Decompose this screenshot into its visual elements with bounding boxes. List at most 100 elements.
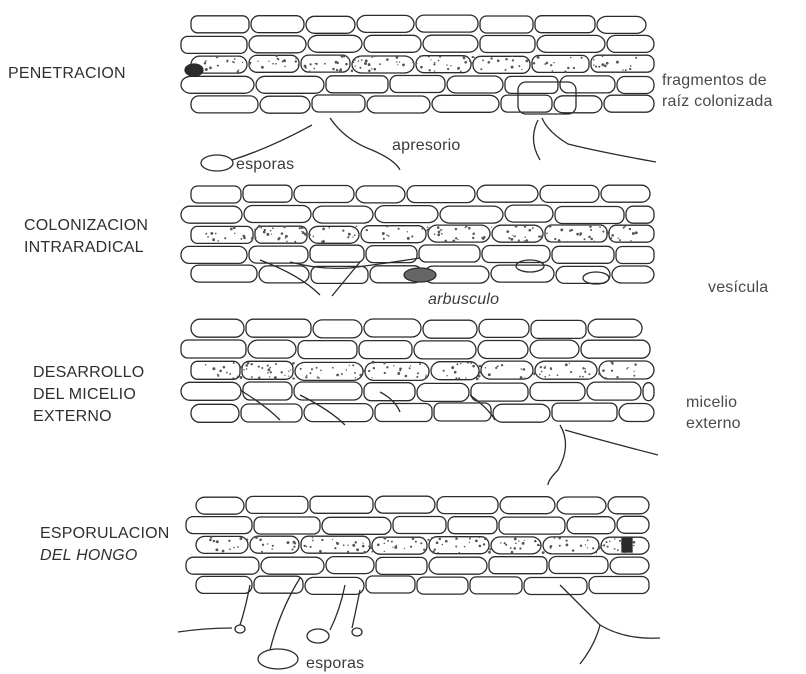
hyphal-stipple-dot bbox=[537, 56, 540, 59]
hyphal-stipple-dot bbox=[240, 366, 243, 369]
hyphal-stipple-dot bbox=[320, 369, 322, 371]
root-cell bbox=[191, 319, 244, 337]
root-cell bbox=[448, 517, 497, 534]
root-cell bbox=[609, 225, 654, 242]
root-cell bbox=[407, 186, 475, 203]
hyphal-stipple-dot bbox=[416, 376, 418, 378]
hyphal-stipple-dot bbox=[495, 367, 497, 369]
hyphal-stipple-dot bbox=[614, 538, 615, 539]
root-cell bbox=[181, 382, 241, 400]
hyphal-stipple-dot bbox=[514, 547, 517, 550]
hyphal-stipple-dot bbox=[622, 69, 624, 71]
hyphal-stipple-dot bbox=[523, 368, 526, 371]
colonized-fragment-hypha bbox=[533, 120, 540, 160]
root-cell bbox=[567, 517, 615, 534]
root-cell bbox=[254, 517, 320, 534]
hyphal-stipple-dot bbox=[361, 59, 363, 61]
hyphal-stipple-dot bbox=[455, 228, 457, 230]
hyphal-stipple-dot bbox=[270, 371, 272, 373]
hyphal-stipple-dot bbox=[237, 376, 238, 377]
hyphal-stipple-dot bbox=[504, 542, 506, 544]
hyphal-stipple-dot bbox=[434, 233, 436, 235]
hyphal-stipple-dot bbox=[482, 59, 484, 61]
esporas-bottom-label: esporas bbox=[306, 655, 364, 672]
hyphal-stipple-dot bbox=[558, 537, 560, 539]
hyphal-stipple-dot bbox=[540, 235, 543, 238]
colonized-fragment-hypha bbox=[542, 118, 656, 162]
root-cell bbox=[470, 577, 522, 594]
root-cell bbox=[599, 361, 654, 379]
hyphal-stipple-dot bbox=[258, 225, 261, 228]
stage-label-colonization: COLONIZACION INTRARADICAL bbox=[24, 215, 148, 259]
hyphal-stipple-dot bbox=[368, 370, 370, 372]
spore-bottom bbox=[258, 649, 298, 669]
hyphal-stipple-dot bbox=[479, 537, 480, 538]
root-cell bbox=[375, 206, 438, 223]
root-cell bbox=[473, 56, 530, 73]
hyphal-stipple-dot bbox=[430, 367, 432, 369]
hyphal-stipple-dot bbox=[230, 228, 233, 231]
hyphal-stipple-dot bbox=[374, 56, 375, 57]
hyphal-stipple-dot bbox=[343, 55, 345, 57]
hyphal-stipple-dot bbox=[497, 59, 500, 62]
hyphal-stipple-dot bbox=[305, 376, 307, 378]
hyphal-stipple-dot bbox=[290, 369, 291, 370]
root-cell bbox=[243, 382, 292, 400]
root-cell bbox=[491, 265, 554, 282]
hyphal-stipple-dot bbox=[567, 67, 569, 69]
hyphal-stipple-dot bbox=[489, 55, 490, 56]
hyphal-stipple-dot bbox=[354, 65, 355, 66]
entry-hypha bbox=[330, 118, 400, 170]
root-cell bbox=[181, 340, 246, 358]
hyphal-stipple-dot bbox=[387, 540, 389, 542]
hyphal-stipple-dot bbox=[546, 232, 548, 234]
hyphal-stipple-dot bbox=[434, 62, 435, 63]
root-cell bbox=[244, 206, 311, 223]
hyphal-stipple-dot bbox=[286, 241, 288, 243]
hyphal-stipple-dot bbox=[627, 367, 628, 368]
hyphal-stipple-dot bbox=[629, 68, 631, 70]
root-cell bbox=[643, 383, 654, 401]
hyphal-stipple-dot bbox=[402, 63, 405, 66]
hyphal-stipple-dot bbox=[366, 229, 368, 231]
hyphal-stipple-dot bbox=[585, 544, 586, 545]
hyphal-stipple-dot bbox=[263, 231, 266, 234]
hyphal-stipple-dot bbox=[606, 541, 608, 543]
stage-label-mycelium: DESARROLLO DEL MICELIO EXTERNO bbox=[33, 362, 144, 428]
hyphal-stipple-dot bbox=[386, 225, 388, 227]
vesicula-label: vesícula bbox=[708, 279, 768, 296]
hyphal-stipple-dot bbox=[422, 537, 423, 538]
root-cell bbox=[481, 361, 533, 379]
hyphal-stipple-dot bbox=[315, 63, 316, 64]
hyphal-stipple-dot bbox=[230, 373, 232, 375]
hyphal-stipple-dot bbox=[210, 56, 212, 58]
hyphal-stipple-dot bbox=[549, 225, 552, 228]
apresorio-label: apresorio bbox=[392, 137, 461, 154]
hyphal-stipple-dot bbox=[258, 376, 260, 378]
hyphal-stipple-dot bbox=[301, 226, 304, 229]
hyphal-stipple-dot bbox=[590, 229, 592, 231]
hyphal-stipple-dot bbox=[557, 374, 559, 376]
stage-4-line-1: ESPORULACION bbox=[40, 523, 170, 545]
hyphal-stipple-dot bbox=[341, 55, 344, 58]
root-cell bbox=[480, 16, 533, 33]
hyphal-stipple-dot bbox=[525, 236, 526, 237]
hyphal-stipple-dot bbox=[205, 60, 207, 62]
hyphal-stipple-dot bbox=[233, 62, 235, 64]
hyphal-stipple-dot bbox=[601, 545, 602, 546]
root-cell bbox=[322, 517, 391, 534]
hyphal-stipple-dot bbox=[634, 363, 636, 365]
micelio-line-2: externo bbox=[686, 413, 741, 434]
hyphal-stipple-dot bbox=[342, 229, 344, 231]
hyphal-stipple-dot bbox=[393, 365, 394, 366]
hyphal-stipple-dot bbox=[321, 241, 323, 243]
hyphal-stipple-dot bbox=[550, 547, 552, 549]
spore-top bbox=[201, 155, 233, 171]
hyphal-stipple-dot bbox=[269, 367, 271, 369]
hyphal-stipple-dot bbox=[343, 544, 345, 546]
hyphal-stipple-dot bbox=[399, 367, 402, 370]
hyphal-stipple-dot bbox=[326, 225, 328, 227]
hyphal-stipple-dot bbox=[216, 540, 219, 543]
hyphal-stipple-dot bbox=[292, 548, 294, 550]
hyphal-stipple-dot bbox=[467, 362, 469, 364]
